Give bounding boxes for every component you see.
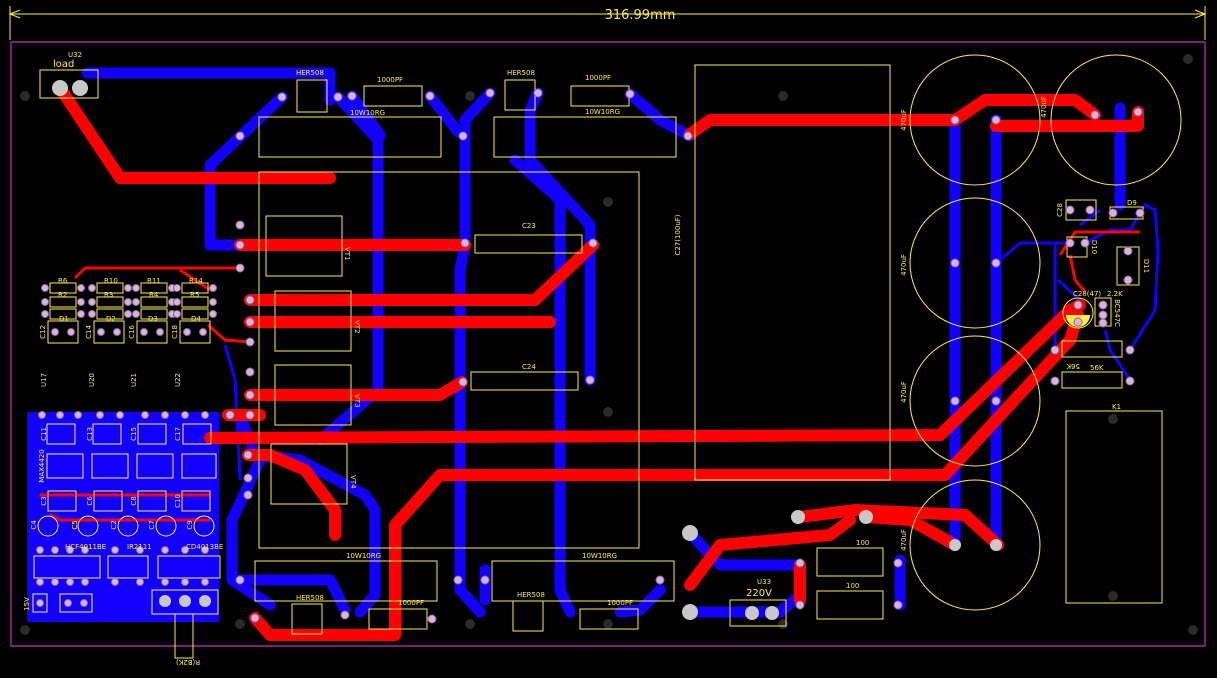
c3-label: C3 [40, 496, 48, 505]
r4-label: R4 [149, 291, 159, 299]
bulk-cap-label-5: 470uF [900, 529, 908, 551]
bc547-label: BC547C [1113, 299, 1121, 327]
her508-label-1: HER508 [296, 69, 324, 77]
vt4-label: VT4 [349, 475, 357, 489]
c27-label: C27(100uF) [674, 214, 682, 255]
cap-label-3: 1000PF [398, 599, 424, 607]
res-2k2-label: 2.2K [1107, 290, 1123, 298]
c15-label: C15 [130, 427, 138, 441]
bulk-cap-label-4: 470uF [900, 381, 908, 403]
c11-label: C11 [40, 427, 48, 441]
mounting-holes [20, 54, 1198, 635]
c28-47-label: C28(47) [1073, 290, 1101, 298]
supply-label: 15V [23, 597, 31, 611]
board-outline [10, 41, 1206, 647]
c28-label: C28 [1056, 203, 1064, 217]
vt3-label: VT3 [353, 394, 361, 408]
res-100-label-1: 100 [856, 539, 869, 547]
res-56k-label-1: 56K [1066, 362, 1080, 370]
d4-label: D4 [191, 315, 201, 323]
res-100-label-2: 100 [846, 582, 859, 590]
k1-label: K1 [1112, 403, 1121, 411]
bulk-cap-label-3: 470uF [900, 254, 908, 276]
bottom-copper-thin [223, 203, 1160, 481]
dimension-label: 316.99mm [605, 8, 676, 23]
mains-label: 220V [746, 588, 772, 599]
cap-label-4: 1000PF [607, 599, 633, 607]
ir2111-label: IR2111 [127, 543, 152, 551]
pot-label: R(B2K) [176, 658, 200, 666]
res-label-1: 10W10RG [350, 109, 385, 117]
c7-label: C7 [148, 520, 156, 529]
silkscreen-labels: U32 load HER508 1000PF 10W10RG HER508 10… [23, 51, 1150, 666]
d2-label: D2 [106, 315, 116, 323]
res-56k-label-2: 56K [1090, 364, 1104, 372]
load-label: load [53, 59, 74, 70]
dimension-marker [8, 6, 1207, 40]
r10-label: R10 [104, 277, 118, 285]
cap-label-2: 1000PF [585, 74, 611, 82]
c16-label: C16 [128, 325, 136, 339]
c13-label: C13 [86, 427, 94, 441]
c10-label: C10 [174, 494, 182, 508]
c4-label: C4 [30, 520, 38, 530]
bulk-cap-label-2: 470uF [900, 109, 908, 131]
bulk-cap-label-1: 470uF [1040, 96, 1048, 118]
c17-label: C17 [174, 427, 182, 441]
c9-label: C9 [186, 520, 194, 529]
r6-label: R6 [58, 277, 68, 285]
d9-label: D9 [1127, 199, 1137, 207]
d1-label: D1 [59, 315, 69, 323]
vt2-label: VT2 [353, 320, 361, 334]
her508-label-4: HER508 [517, 591, 545, 599]
r3-label: R3 [104, 291, 113, 299]
c18-label: C18 [171, 325, 179, 339]
load-ref-label: U32 [68, 51, 82, 59]
her508-label-2: HER508 [507, 69, 535, 77]
res-label-4: 10W10RG [582, 552, 617, 560]
c14-label: C14 [85, 325, 93, 339]
r5-label: R5 [190, 291, 199, 299]
c12-label: C12 [39, 325, 47, 339]
u22-label: U22 [174, 373, 182, 387]
c5-label: C5 [71, 520, 79, 529]
cd4013-label: CD4013BE [186, 543, 223, 551]
c6-label: C6 [86, 496, 94, 506]
pads [52, 80, 1002, 620]
vt1-label: VT1 [343, 247, 351, 261]
r14-label: R14 [189, 277, 203, 285]
mains-ref-label: U33 [757, 578, 771, 586]
c8-label: C8 [130, 496, 138, 505]
c24-label: C24 [522, 363, 536, 371]
c2-label: C2 [110, 520, 118, 529]
cap-label-1: 1000PF [377, 76, 403, 84]
d3-label: D3 [148, 315, 158, 323]
u20-label: U20 [88, 373, 96, 387]
vias [36, 88, 1145, 624]
d10-label: D10 [1090, 240, 1098, 254]
d11-label: D11 [1142, 259, 1150, 273]
res-label-2: 10W10RG [585, 108, 620, 116]
r2-label: R2 [58, 291, 67, 299]
u17-label: U17 [40, 373, 48, 387]
c23-label: C23 [522, 222, 536, 230]
hcf4011-label: HCF4011BE [65, 543, 106, 551]
u21-label: U21 [130, 373, 138, 387]
her508-label-3: HER508 [296, 594, 324, 602]
max4420-label: MAX4420 [38, 449, 46, 482]
r11-label: R11 [147, 277, 161, 285]
top-copper-traces [54, 82, 1144, 641]
res-label-3: 10W10RG [346, 552, 381, 560]
